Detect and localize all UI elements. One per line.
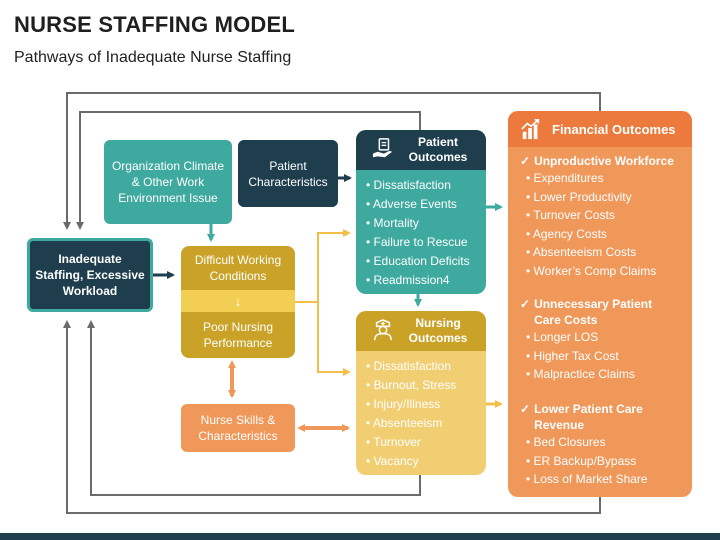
list-item: Worker’s Comp Claims <box>526 262 674 281</box>
page-title: NURSE STAFFING MODEL <box>14 12 296 37</box>
list-item: Lower Productivity <box>526 188 674 207</box>
patient-characteristics-box: Patient Characteristics <box>238 140 338 207</box>
list-item: Malpractice Claims <box>526 365 680 384</box>
page-subtitle: Pathways of Inadequate Nurse Staffing <box>14 49 292 66</box>
arrow-difficult-to-nursing <box>317 302 351 376</box>
poor-nursing-label: Poor Nursing Performance <box>202 320 274 350</box>
section-heading: Unnecessary Patient Care Costs <box>534 297 653 327</box>
list-item: Higher Tax Cost <box>526 347 680 366</box>
inadequate-staffing-box: Inadequate Staffing, Excessive Workload <box>27 238 153 312</box>
check-icon: ✓ <box>520 402 531 416</box>
organization-climate-box: Organization Climate & Other Work Enviro… <box>104 140 232 224</box>
list-item: Burnout, Stress <box>366 376 457 395</box>
patient-outcomes-list: Dissatisfaction Adverse Events Mortality… <box>366 176 470 290</box>
feedback-loop-bottom <box>63 320 601 514</box>
nursing-outcomes-panel: Nursing Outcomes Dissatisfaction Burnout… <box>356 311 486 475</box>
nursing-outcomes-list: Dissatisfaction Burnout, Stress Injury/I… <box>366 357 456 471</box>
nursing-outcomes-title: Nursing Outcomes <box>408 316 468 345</box>
check-icon: ✓ <box>520 297 531 311</box>
difficult-working-box: Difficult Working Conditions ↓ Poor Nurs… <box>181 246 295 358</box>
list-item: Expenditures <box>526 169 674 188</box>
section-heading: Lower Patient Care Revenue <box>534 402 643 432</box>
down-arrow-icon: ↓ <box>181 290 295 312</box>
list-item: Failure to Rescue <box>366 233 470 252</box>
list-item: Absenteeism Costs <box>526 243 674 262</box>
nurse-skills-box: Nurse Skills & Characteristics <box>181 404 295 452</box>
list-item: Longer LOS <box>526 328 680 347</box>
clipboard-hand-icon <box>372 138 393 158</box>
list-item: Adverse Events <box>366 195 470 214</box>
nurse-icon <box>374 319 392 341</box>
unproductive-workforce-section: ✓Unproductive Workforce Expenditures Low… <box>520 153 674 281</box>
feedback-loop-patient <box>76 111 421 230</box>
section-heading: Unproductive Workforce <box>534 154 674 168</box>
patient-outcomes-panel: Patient Outcomes Dissatisfaction Adverse… <box>356 130 486 294</box>
list-item: Turnover <box>366 433 456 452</box>
list-item: Dissatisfaction <box>366 357 456 376</box>
list-item: Agency Costs <box>526 225 674 244</box>
list-item: Dissatisfaction <box>366 176 470 195</box>
list-item: Education Deficits <box>366 252 470 271</box>
feedback-loop-nursing <box>87 320 421 496</box>
list-item: Mortality <box>366 214 470 233</box>
financial-outcomes-panel: Financial Outcomes ✓Unproductive Workfor… <box>508 111 692 497</box>
list-item: Absenteeism <box>366 414 456 433</box>
list-item: ER Backup/Bypass <box>526 452 670 471</box>
patient-outcomes-title: Patient Outcomes <box>408 135 468 164</box>
unnecessary-costs-section: ✓Unnecessary Patient Care Costs Longer L… <box>520 296 680 384</box>
list-item: Loss of Market Share <box>526 470 670 489</box>
difficult-working-label: Difficult Working Conditions <box>194 253 282 283</box>
list-item: Bed Closures <box>526 433 670 452</box>
list-item: Injury/Illness <box>366 395 456 414</box>
feedback-loop-financial <box>63 92 601 230</box>
list-item: Turnover Costs <box>526 206 674 225</box>
lower-revenue-section: ✓Lower Patient Care Revenue Bed Closures… <box>520 401 670 489</box>
list-item: Readmission4 <box>366 271 470 290</box>
footer-bar <box>0 533 720 540</box>
financial-outcomes-title: Financial Outcomes <box>552 122 676 137</box>
growth-chart-icon <box>521 119 540 140</box>
financial-outcomes-header: Financial Outcomes <box>508 111 692 147</box>
arrow-difficult-to-patient <box>295 229 351 303</box>
list-item: Vacancy <box>366 452 456 471</box>
check-icon: ✓ <box>520 154 531 168</box>
nursing-outcomes-header: Nursing Outcomes <box>356 311 486 351</box>
patient-outcomes-header: Patient Outcomes <box>356 130 486 170</box>
